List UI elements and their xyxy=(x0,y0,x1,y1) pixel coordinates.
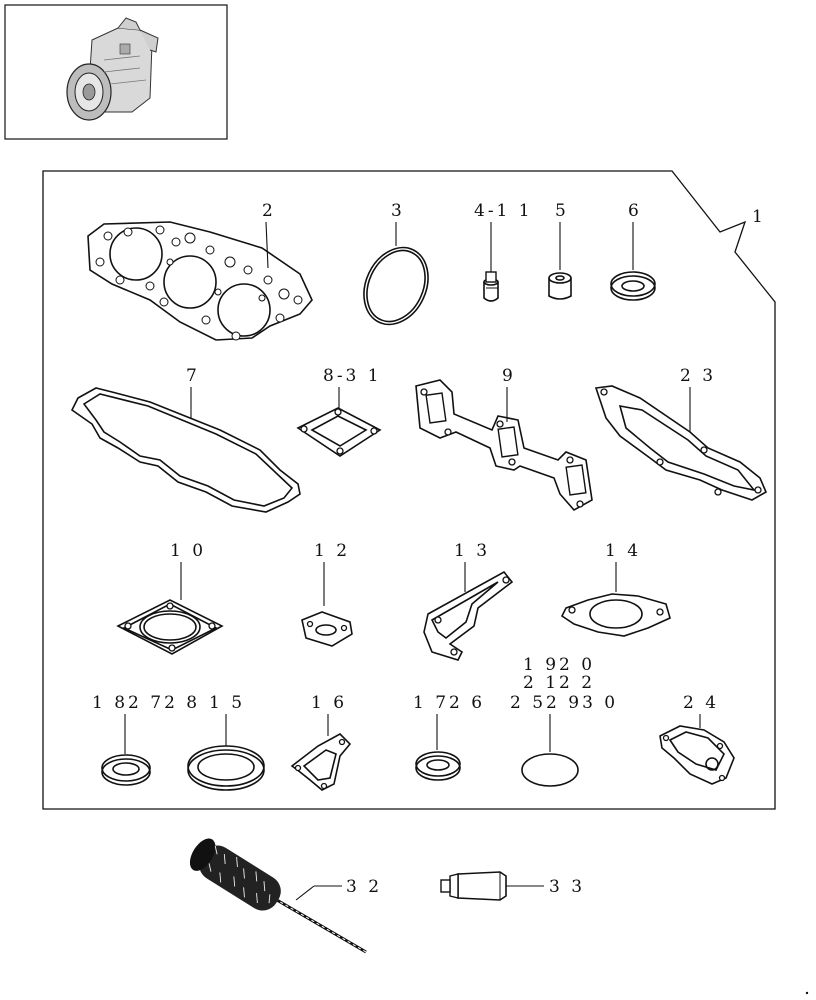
part-13-bracket-gasket[interactable] xyxy=(423,570,514,661)
callout-7: 7 xyxy=(186,366,200,386)
corner-dot xyxy=(805,991,809,995)
callout-6: 6 xyxy=(628,201,642,221)
callout-21: 2 12 2 xyxy=(523,673,595,693)
part-5-sleeve[interactable] xyxy=(548,272,572,300)
part-14-oval-gasket[interactable] xyxy=(560,593,671,637)
callout-9: 9 xyxy=(502,366,516,386)
callout-1: 1 xyxy=(752,207,766,227)
part-32-brush[interactable] xyxy=(185,834,367,954)
part-24-cover-gasket[interactable] xyxy=(659,725,735,785)
engine-thumbnail[interactable] xyxy=(4,4,228,140)
callout-25: 2 52 93 0 xyxy=(510,693,618,713)
part-4-valve-stem-seal[interactable] xyxy=(483,271,499,302)
callout-17: 1 72 6 xyxy=(413,693,485,713)
leader-lines xyxy=(124,221,701,901)
callout-8: 8-3 1 xyxy=(323,366,382,386)
callout-16: 1 6 xyxy=(311,693,347,713)
callout-24: 2 4 xyxy=(683,693,719,713)
part-19-o-ring-disc[interactable] xyxy=(521,753,579,787)
part-16-flanged-gasket[interactable] xyxy=(290,733,352,791)
callout-32: 3 2 xyxy=(346,877,382,897)
callout-5: 5 xyxy=(555,201,569,221)
callout-4: 4-1 1 xyxy=(474,201,533,221)
callout-2: 2 xyxy=(262,201,276,221)
callout-3: 3 xyxy=(391,201,405,221)
part-10-square-gasket[interactable] xyxy=(116,599,224,655)
part-12-small-gasket[interactable] xyxy=(301,611,353,647)
callout-15: 1 5 xyxy=(209,693,245,713)
callout-10: 1 0 xyxy=(170,541,206,561)
callout-18: 1 82 72 8 xyxy=(92,693,200,713)
callout-23: 2 3 xyxy=(680,366,716,386)
part-18-seal-ring[interactable] xyxy=(101,754,151,786)
part-7-rocker-cover-gasket[interactable] xyxy=(70,387,301,513)
part-3-o-ring[interactable] xyxy=(352,237,440,335)
part-8-square-gasket[interactable] xyxy=(296,407,382,457)
engine-thumbnail-icon xyxy=(66,17,159,121)
part-2-head-gasket[interactable] xyxy=(87,221,313,341)
callout-19: 1 92 0 xyxy=(523,655,595,675)
callout-14: 1 4 xyxy=(605,541,641,561)
part-33-sealant-tube[interactable] xyxy=(440,871,507,901)
part-15-flat-ring[interactable] xyxy=(187,745,265,791)
part-6-seal-ring[interactable] xyxy=(610,271,656,301)
part-17-seal-ring[interactable] xyxy=(415,751,461,781)
callout-33: 3 3 xyxy=(549,877,585,897)
callout-13: 1 3 xyxy=(454,541,490,561)
callout-12: 1 2 xyxy=(314,541,350,561)
kit-frame xyxy=(42,170,776,810)
cylinder-brush-icon xyxy=(189,838,367,954)
part-9-manifold-gasket[interactable] xyxy=(415,379,593,512)
part-23-intake-gasket[interactable] xyxy=(594,385,768,501)
sealant-tube-icon xyxy=(440,871,507,901)
